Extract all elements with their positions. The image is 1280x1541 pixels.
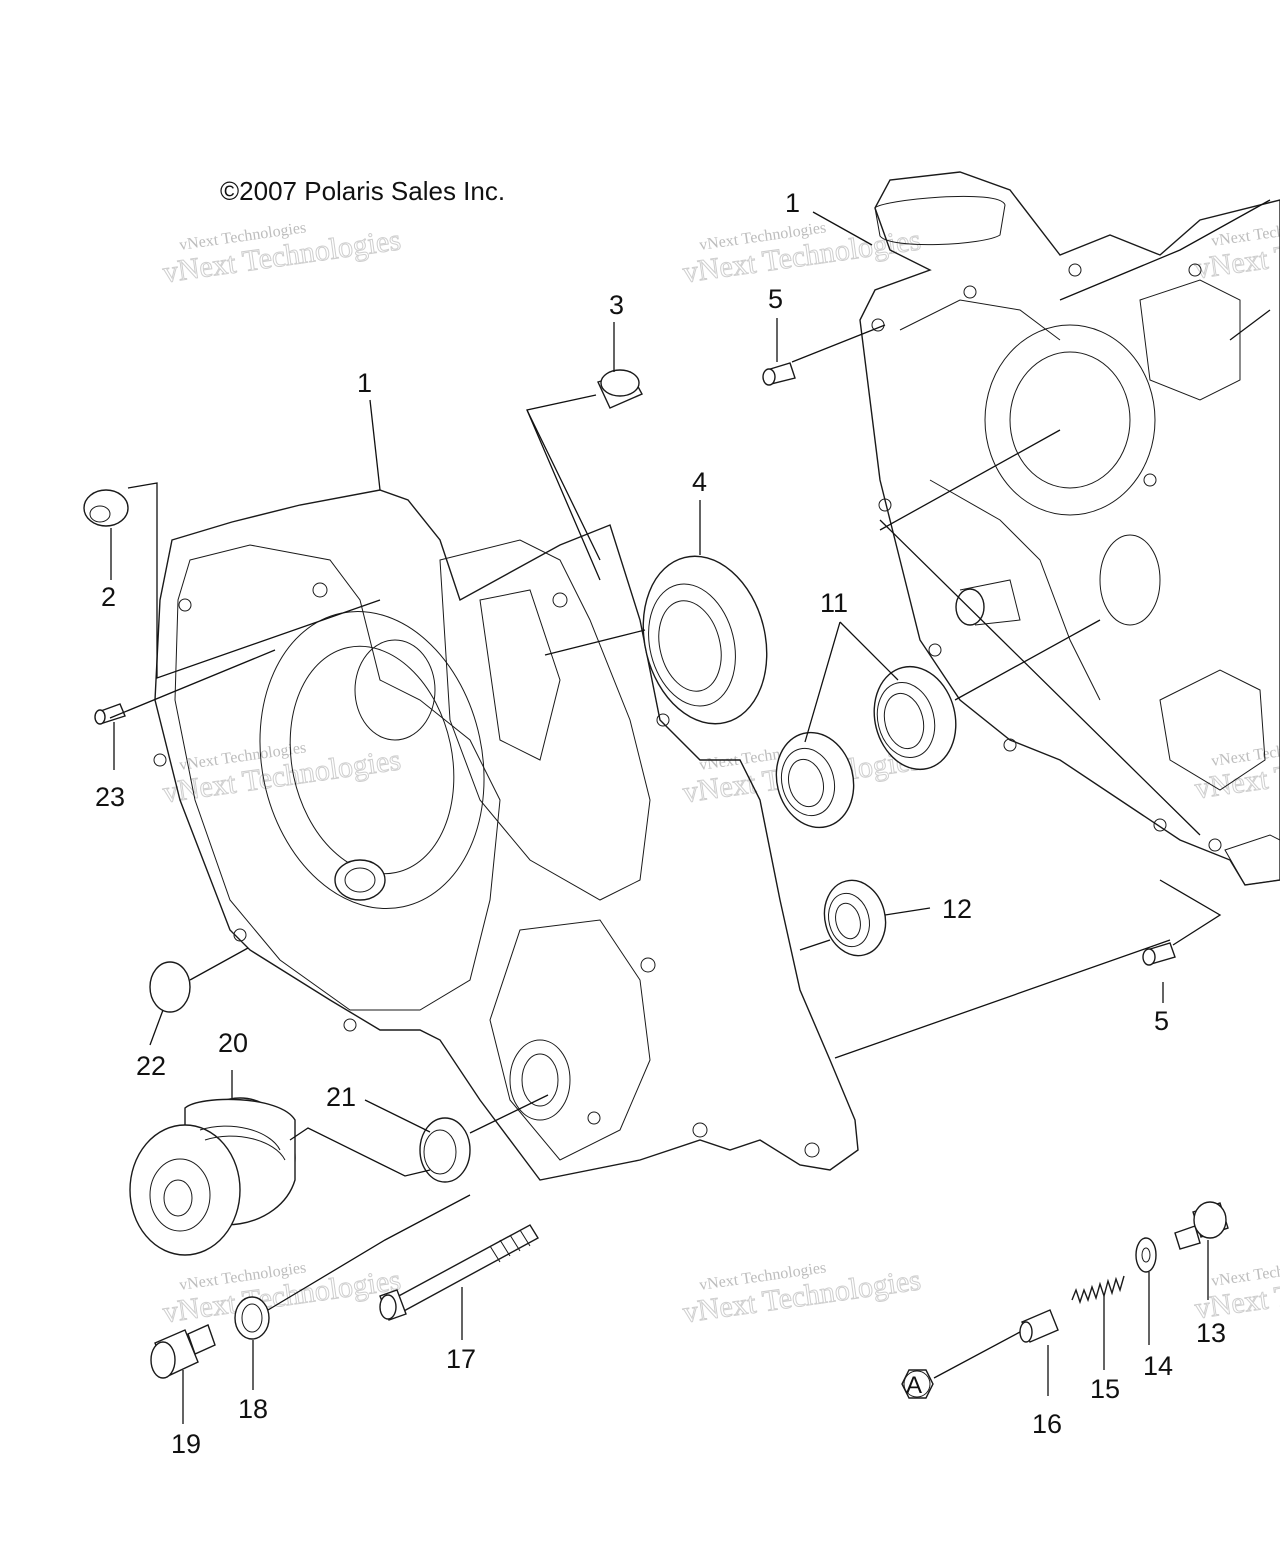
watermark: vNext Technologies vNext Technologies — [1192, 1255, 1280, 1326]
dowel-bushing-2 — [83, 489, 129, 527]
oil-seal-21 — [419, 1117, 471, 1183]
dowel-pin-5-top — [762, 362, 796, 386]
callout-15: 15 — [1090, 1374, 1120, 1404]
relief-valve-16 — [1019, 1309, 1059, 1343]
leader-lines — [109, 199, 1271, 1424]
dowel-bushing-3 — [597, 369, 643, 409]
callout-1: 1 — [785, 188, 800, 218]
callout-1: 1 — [357, 368, 372, 398]
watermark: vNext Technologies vNext Technologies — [160, 1259, 403, 1330]
crankcase-left-half — [153, 489, 859, 1181]
bolt-13 — [1174, 1201, 1229, 1250]
dowel-pin-5-bottom — [1142, 942, 1176, 966]
callout-13: 13 — [1196, 1318, 1226, 1348]
callout-4: 4 — [692, 467, 707, 497]
callout-19: 19 — [171, 1429, 201, 1459]
watermark: vNext Technologies vNext Technologies — [1192, 735, 1280, 806]
callout-2: 2 — [101, 582, 116, 612]
callout-16: 16 — [1032, 1409, 1062, 1439]
spring-15 — [1071, 1275, 1125, 1305]
plug-22 — [149, 961, 191, 1013]
callout-17: 17 — [446, 1344, 476, 1374]
bearing-11-lower — [775, 731, 855, 829]
bearing-11-upper — [873, 665, 957, 771]
callout-5: 5 — [768, 284, 783, 314]
dowel-pin-23 — [94, 703, 126, 725]
callouts: 1 1 2 3 4 5 5 11 12 13 14 15 16 17 18 19… — [95, 188, 1226, 1459]
callout-18: 18 — [238, 1394, 268, 1424]
watermark: vNext Technologies vNext Technologies — [680, 219, 923, 290]
rotor-20 — [129, 1097, 296, 1256]
callout-21: 21 — [326, 1082, 356, 1112]
reference-marker: A — [901, 1369, 934, 1399]
bearing-4 — [642, 555, 768, 725]
watermark: vNext Technologies vNext Technologies — [160, 219, 403, 290]
bearing-12 — [823, 879, 887, 957]
watermark: vNext Technologies vNext Technologies — [160, 739, 403, 810]
watermark: vNext Technologies vNext Technologies — [1192, 215, 1280, 286]
callout-3: 3 — [609, 290, 624, 320]
callout-22: 22 — [136, 1051, 166, 1081]
washer-18 — [234, 1296, 270, 1340]
callout-23: 23 — [95, 782, 125, 812]
callout-14: 14 — [1143, 1351, 1173, 1381]
drain-plug-19 — [150, 1324, 216, 1379]
reference-marker-label: A — [906, 1372, 922, 1399]
washer-14 — [1135, 1237, 1157, 1273]
bolt-17 — [379, 1224, 539, 1321]
callout-5: 5 — [1154, 1006, 1169, 1036]
watermark: vNext Technologies vNext Technologies — [680, 1259, 923, 1330]
callout-12: 12 — [942, 894, 972, 924]
callout-11: 11 — [820, 588, 848, 618]
copyright-text: ©2007 Polaris Sales Inc. — [220, 176, 505, 206]
callout-20: 20 — [218, 1028, 248, 1058]
